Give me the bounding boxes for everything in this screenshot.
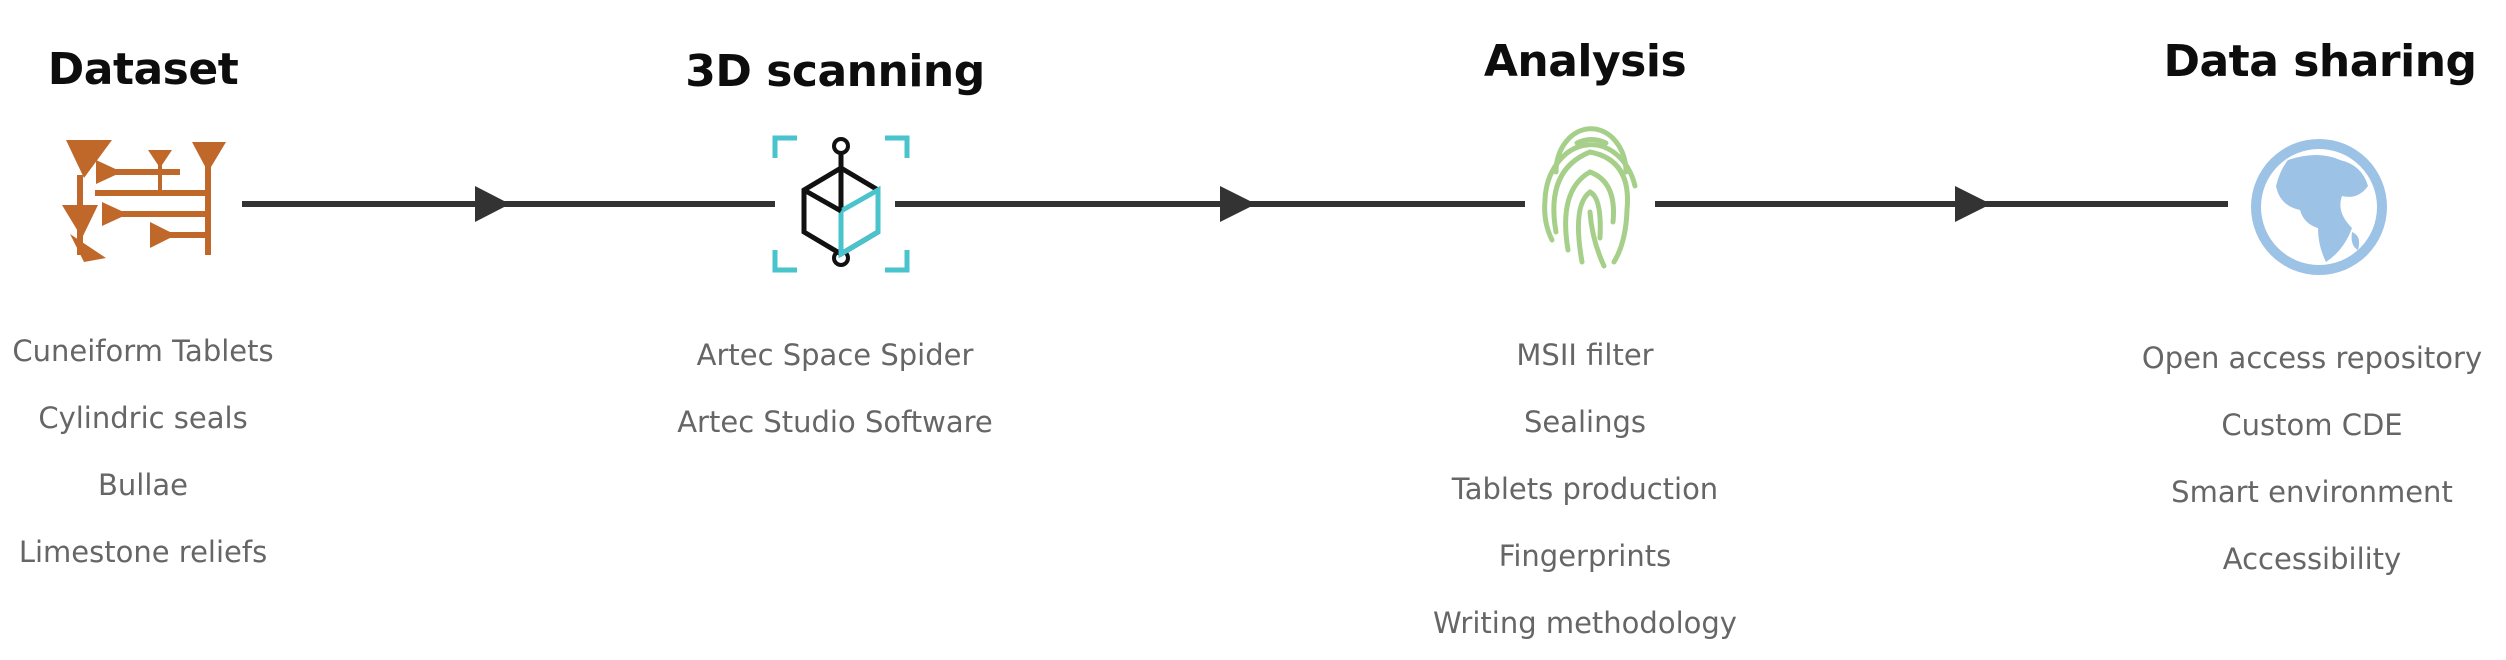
3d-scan-cube-icon [772, 135, 910, 273]
step-items-3d-scanning: Artec Space Spider Artec Studio Software [677, 322, 993, 456]
arrowhead-icon [475, 186, 510, 222]
step-items-dataset: Cuneiform Tablets Cylindric seals Bullae… [12, 318, 273, 586]
list-item: Open access repository [2141, 341, 2483, 375]
list-item: Smart environment [2171, 475, 2453, 509]
connector-dataset-to-scanning [242, 186, 775, 222]
arrowhead-icon [1220, 186, 1256, 222]
list-item: Limestone reliefs [18, 535, 268, 569]
list-item: Artec Space Spider [696, 338, 974, 372]
step-title-3d-scanning: 3D scanning [685, 46, 985, 97]
list-item: Artec Studio Software [677, 405, 993, 439]
list-item: Sealings [1523, 405, 1647, 439]
list-item: MSII filter [1516, 338, 1654, 372]
list-item: Cuneiform Tablets [12, 334, 274, 368]
list-item: Fingerprints [1498, 539, 1672, 573]
globe-icon [2251, 139, 2387, 275]
fingerprint-icon [1542, 126, 1638, 269]
list-item: Writing methodology [1433, 606, 1737, 640]
list-item: Accessibility [2222, 542, 2402, 576]
list-item: Tablets production [1451, 472, 1719, 506]
arrowhead-icon [1955, 186, 1991, 222]
step-title-dataset: Dataset [47, 44, 239, 95]
list-item: Custom CDE [2221, 408, 2403, 442]
connector-analysis-to-sharing [1655, 186, 2228, 222]
list-item: Cylindric seals [38, 401, 248, 435]
cuneiform-icon [62, 140, 226, 262]
list-item: Bullae [97, 468, 188, 502]
step-title-analysis: Analysis [1483, 36, 1687, 87]
step-items-analysis: MSII filter Sealings Tablets production … [1433, 322, 1737, 657]
connector-scanning-to-analysis [895, 186, 1525, 222]
step-items-data-sharing: Open access repository Custom CDE Smart … [2142, 325, 2482, 593]
step-title-data-sharing: Data sharing [2163, 36, 2477, 87]
